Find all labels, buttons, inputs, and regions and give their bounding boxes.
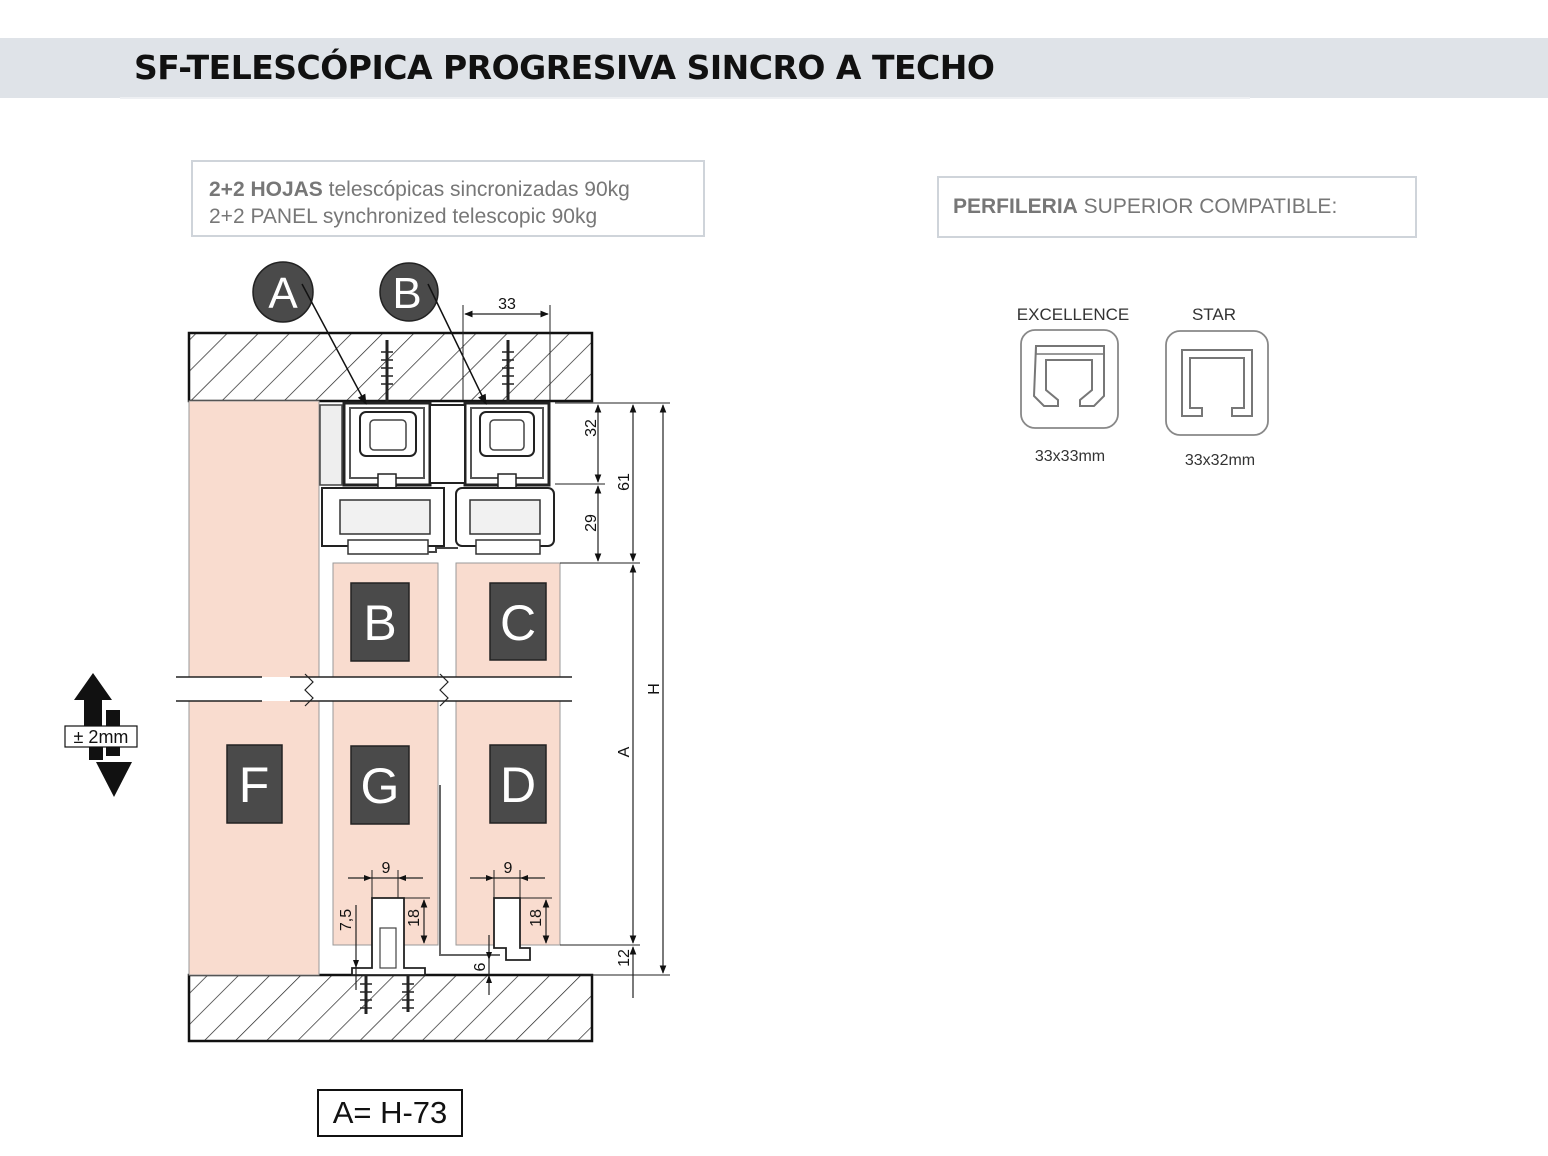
dim-6: 6 <box>472 962 489 971</box>
formula-box: A= H-73 <box>317 1089 463 1137</box>
title-underline <box>120 97 1250 99</box>
callout-b: B <box>392 269 421 318</box>
panel-label-f: F <box>239 757 270 813</box>
dim-9-right: 9 <box>504 860 513 877</box>
callout-b-leader <box>427 283 487 405</box>
callout-a-circle <box>252 261 314 323</box>
dim-33: 33 <box>498 296 516 313</box>
adjustment-label: ± 2mm <box>74 727 129 747</box>
spec-line-1: 2+2 HOJAS telescópicas sincronizadas 90k… <box>209 176 630 204</box>
ceiling-block <box>187 331 594 403</box>
panel-label-d: D <box>500 757 536 813</box>
dim-h: H <box>646 683 663 695</box>
star-profile-icon <box>1165 330 1269 436</box>
panel-label-d-box <box>489 744 547 824</box>
dim-a: A <box>616 746 633 757</box>
compat-box: PERFILERIA SUPERIOR COMPATIBLE: <box>937 176 1417 238</box>
adjustment-label-box <box>64 725 138 748</box>
callout-b-circle <box>379 262 439 322</box>
panel-label-b-box <box>350 582 410 662</box>
spec-line-1-rest: telescópicas sincronizadas 90kg <box>322 178 630 201</box>
hanger-left <box>321 487 445 555</box>
compat-bold: PERFILERIA <box>953 195 1078 218</box>
sync-cable <box>428 547 458 553</box>
hanger-right <box>455 487 555 555</box>
dim-12: 12 <box>616 949 633 967</box>
dim-9-left: 9 <box>382 860 391 877</box>
break-band <box>170 677 580 701</box>
bottom-guide-right <box>493 897 531 961</box>
floor-block <box>187 973 594 1043</box>
dim-61: 61 <box>616 473 633 491</box>
compat-line: PERFILERIA SUPERIOR COMPATIBLE: <box>953 195 1337 219</box>
track-profile-b <box>463 401 551 505</box>
profile-star-size: 33x32mm <box>1185 452 1255 469</box>
dim-29: 29 <box>583 514 600 532</box>
profile-excellence-name: EXCELLENCE <box>1017 305 1129 324</box>
title-bar: SF-TELESCÓPICA PROGRESIVA SINCRO A TECHO <box>0 38 1548 98</box>
floor-screw-right <box>402 975 414 1012</box>
panel-label-c-box <box>489 582 547 661</box>
dim-18-left: 18 <box>406 909 423 927</box>
spec-line-2: 2+2 PANEL synchronized telescopic 90kg <box>209 205 598 228</box>
spec-box: 2+2 HOJAS telescópicas sincronizadas 90k… <box>191 160 705 237</box>
compat-rest: SUPERIOR COMPATIBLE: <box>1077 195 1338 218</box>
profile-star-name: STAR <box>1192 305 1236 324</box>
callout-a-leader <box>301 283 367 405</box>
spec-line-1-bold: 2+2 HOJAS <box>209 178 323 201</box>
dim-32: 32 <box>583 419 600 437</box>
panel-label-g: G <box>361 758 400 814</box>
dim-7-5: 7,5 <box>338 909 355 931</box>
panel-label-b: B <box>363 595 396 651</box>
profile-excellence-size: 33x33mm <box>1035 448 1105 465</box>
callout-a: A <box>268 269 298 318</box>
floor-screw-left <box>360 975 372 1014</box>
page-title: SF-TELESCÓPICA PROGRESIVA SINCRO A TECHO <box>134 48 995 87</box>
excellence-profile-icon <box>1020 329 1119 429</box>
panel-label-c: C <box>500 595 536 651</box>
dim-18-right: 18 <box>528 909 545 927</box>
panel-label-f-box <box>226 744 283 824</box>
panel-label-g-box <box>350 745 410 825</box>
ceiling-screw-left <box>381 340 393 402</box>
guide-cable <box>439 785 500 956</box>
side-bracket <box>319 404 343 486</box>
ceiling-screw-right <box>502 340 514 402</box>
track-bridge <box>429 404 466 484</box>
